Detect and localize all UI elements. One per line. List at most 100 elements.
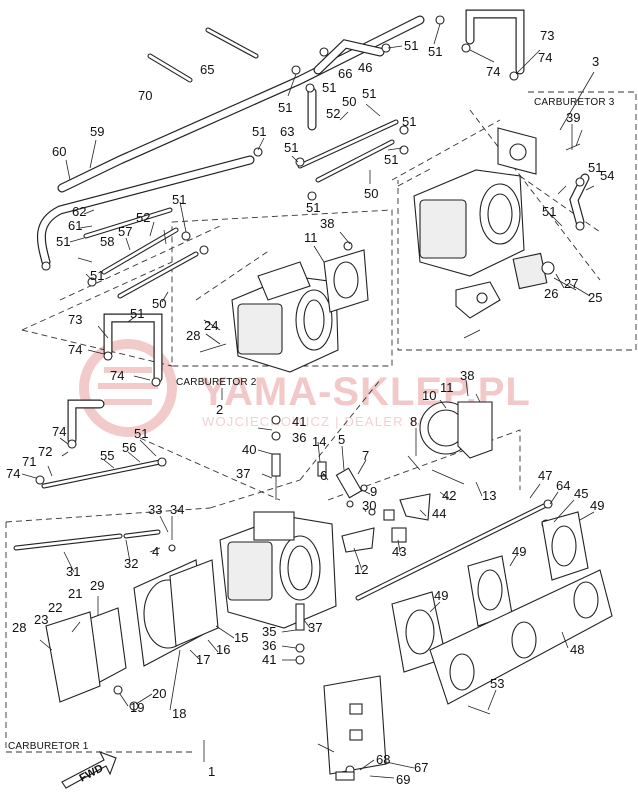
callout-25: 25 xyxy=(588,290,602,305)
callout-51: 51 xyxy=(130,306,144,321)
callout-29: 29 xyxy=(90,578,104,593)
carb2-boundary xyxy=(171,209,393,367)
callout-7: 7 xyxy=(362,448,369,463)
callout-13: 13 xyxy=(482,488,496,503)
callout-2: 2 xyxy=(216,402,223,417)
callout-15: 15 xyxy=(234,630,248,645)
callout-74: 74 xyxy=(538,50,552,65)
watermark-tagline: WOJCIECHOWICZ | DEALER YAMAHA xyxy=(202,414,469,429)
callout-9: 9 xyxy=(370,484,377,499)
callout-3: 3 xyxy=(592,54,599,69)
intake-manifold-group xyxy=(317,499,613,781)
callout-11: 11 xyxy=(304,230,318,245)
carb1-boundary xyxy=(5,479,301,753)
callout-28: 28 xyxy=(12,620,26,635)
assembly-boundaries xyxy=(5,91,637,753)
callout-22: 22 xyxy=(48,600,62,615)
callout-51: 51 xyxy=(542,204,556,219)
callout-46: 46 xyxy=(358,60,372,75)
callout-23: 23 xyxy=(34,612,48,627)
callout-73: 73 xyxy=(68,312,82,327)
callout-16: 16 xyxy=(216,642,230,657)
callout-numbers: 73 51 74 74 51 65 66 46 51 3 70 51 50 51… xyxy=(6,28,614,787)
callout-49: 49 xyxy=(434,588,448,603)
carburetor-1-label: CARBURETOR 1 xyxy=(8,741,89,752)
callout-60: 60 xyxy=(52,144,66,159)
callout-58: 58 xyxy=(100,234,114,249)
callout-74: 74 xyxy=(6,466,20,481)
callout-37: 37 xyxy=(236,466,250,481)
callout-27: 27 xyxy=(564,276,578,291)
callout-44: 44 xyxy=(432,506,446,521)
callout-51: 51 xyxy=(588,160,602,175)
callout-4: 4 xyxy=(152,544,159,559)
callout-68: 68 xyxy=(376,752,390,767)
callout-49: 49 xyxy=(590,498,604,513)
callout-74: 74 xyxy=(68,342,82,357)
callout-70: 70 xyxy=(138,88,152,103)
callout-43: 43 xyxy=(392,544,406,559)
callout-36: 36 xyxy=(292,430,306,445)
callout-51: 51 xyxy=(322,80,336,95)
callout-50: 50 xyxy=(364,186,378,201)
callout-12: 12 xyxy=(354,562,368,577)
callout-leaders xyxy=(21,23,595,779)
callout-57: 57 xyxy=(118,224,132,239)
callout-65: 65 xyxy=(200,62,214,77)
forward-arrow: FWD xyxy=(61,750,117,789)
callout-47: 47 xyxy=(538,468,552,483)
callout-74: 74 xyxy=(110,368,124,383)
carburetor-3-assembly xyxy=(413,127,581,339)
callout-56: 56 xyxy=(122,440,136,455)
callout-50: 50 xyxy=(342,94,356,109)
callout-51: 51 xyxy=(172,192,186,207)
carburetor-1-assembly xyxy=(13,401,493,711)
callout-54: 54 xyxy=(600,168,614,183)
callout-10: 10 xyxy=(422,388,436,403)
callout-59: 59 xyxy=(90,124,104,139)
carburetor-2-assembly xyxy=(199,241,369,373)
callout-51: 51 xyxy=(428,44,442,59)
callout-51: 51 xyxy=(252,124,266,139)
callout-32: 32 xyxy=(124,556,138,571)
callout-51: 51 xyxy=(402,114,416,129)
callout-53: 53 xyxy=(490,676,504,691)
callout-11: 11 xyxy=(440,380,454,395)
callout-51: 51 xyxy=(306,200,320,215)
callout-38: 38 xyxy=(320,216,334,231)
callout-51: 51 xyxy=(404,38,418,53)
callout-41: 41 xyxy=(262,652,276,667)
callout-42: 42 xyxy=(442,488,456,503)
callout-6: 6 xyxy=(320,468,327,483)
callout-61: 61 xyxy=(68,218,82,233)
callout-40: 40 xyxy=(242,442,256,457)
hose-clamps xyxy=(35,15,585,485)
callout-19: 19 xyxy=(130,700,144,715)
carburetor-3-label: CARBURETOR 3 xyxy=(534,97,615,108)
callout-34: 34 xyxy=(170,502,184,517)
callout-20: 20 xyxy=(152,686,166,701)
callout-74: 74 xyxy=(52,424,66,439)
callout-39: 39 xyxy=(566,110,580,125)
callout-33: 33 xyxy=(148,502,162,517)
callout-51: 51 xyxy=(134,426,148,441)
forward-arrow-label: FWD xyxy=(78,762,106,784)
callout-63: 63 xyxy=(280,124,294,139)
callout-64: 64 xyxy=(556,478,570,493)
callout-17: 17 xyxy=(196,652,210,667)
callout-31: 31 xyxy=(66,564,80,579)
callout-50: 50 xyxy=(152,296,166,311)
callout-1: 1 xyxy=(208,764,215,779)
callout-51: 51 xyxy=(384,152,398,167)
carb3-boundary xyxy=(397,91,637,351)
callout-26: 26 xyxy=(544,286,558,301)
callout-28: 28 xyxy=(186,328,200,343)
callout-67: 67 xyxy=(414,760,428,775)
watermark-logo xyxy=(79,339,177,437)
callout-48: 48 xyxy=(570,642,584,657)
callout-73: 73 xyxy=(540,28,554,43)
carburetor-2-label: CARBURETOR 2 xyxy=(176,377,257,388)
watermark: YAMA-SKLEP.PL WOJCIECHOWICZ | DEALER YAM… xyxy=(79,339,530,437)
